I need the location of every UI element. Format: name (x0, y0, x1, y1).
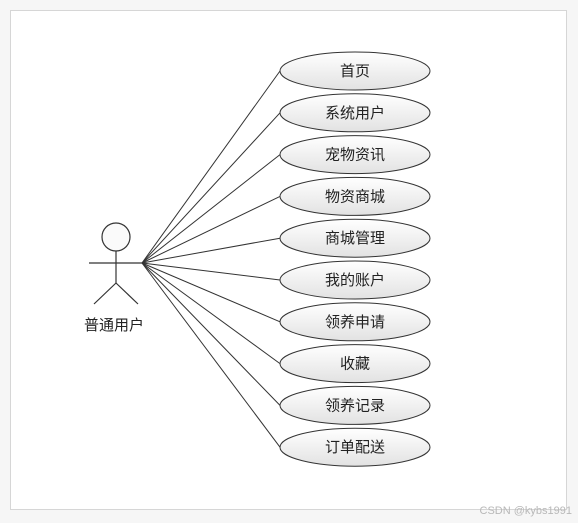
association-line (141, 262, 281, 448)
use-case-label: 订单配送 (325, 438, 385, 456)
association-lines (141, 70, 281, 448)
use-case: 宠物资讯 (279, 135, 431, 175)
use-case-label: 收藏 (340, 355, 370, 373)
use-case: 领养申请 (279, 302, 431, 342)
association-line (141, 154, 281, 264)
association-line (141, 70, 281, 264)
association-line (141, 262, 281, 323)
actor-stick-figure (89, 222, 144, 305)
actor-right-leg (115, 282, 139, 305)
use-case: 商城管理 (279, 218, 431, 258)
use-case: 领养记录 (279, 385, 431, 425)
use-case: 物资商城 (279, 176, 431, 216)
watermark: CSDN @kybs1991 (479, 505, 572, 517)
use-case-ellipse (279, 93, 431, 133)
use-case-label: 领养申请 (325, 313, 385, 331)
use-case-label: 物资商城 (325, 187, 385, 205)
use-case: 首页 (279, 51, 431, 91)
association-line (141, 112, 281, 264)
use-case: 收藏 (279, 344, 431, 384)
actor-left-leg (93, 282, 117, 305)
use-case: 我的账户 (279, 260, 431, 300)
association-line (141, 262, 281, 406)
use-case-ellipse (279, 385, 431, 425)
use-case-label: 商城管理 (325, 229, 385, 247)
use-case-label: 领养记录 (325, 396, 385, 414)
actor-label: 普通用户 (84, 316, 144, 334)
use-case-label: 首页 (340, 62, 370, 80)
use-case-ellipse (279, 218, 431, 258)
association-line (141, 262, 281, 281)
association-line (141, 195, 281, 264)
use-case: 订单配送 (279, 427, 431, 467)
use-case-ellipse (279, 344, 431, 384)
association-line (141, 262, 281, 365)
diagram-canvas (10, 10, 567, 510)
use-case-ellipse (279, 176, 431, 216)
use-case-ellipse (279, 260, 431, 300)
actor-head (101, 222, 131, 252)
use-case-ellipse (279, 51, 431, 91)
use-case-ellipse (279, 302, 431, 342)
use-case-ellipse (279, 427, 431, 467)
use-case-ellipse (279, 135, 431, 175)
association-line (141, 237, 281, 264)
use-case-label: 系统用户 (325, 104, 385, 122)
use-case: 系统用户 (279, 93, 431, 133)
use-case-label: 宠物资讯 (325, 146, 385, 164)
use-case-label: 我的账户 (325, 271, 385, 289)
